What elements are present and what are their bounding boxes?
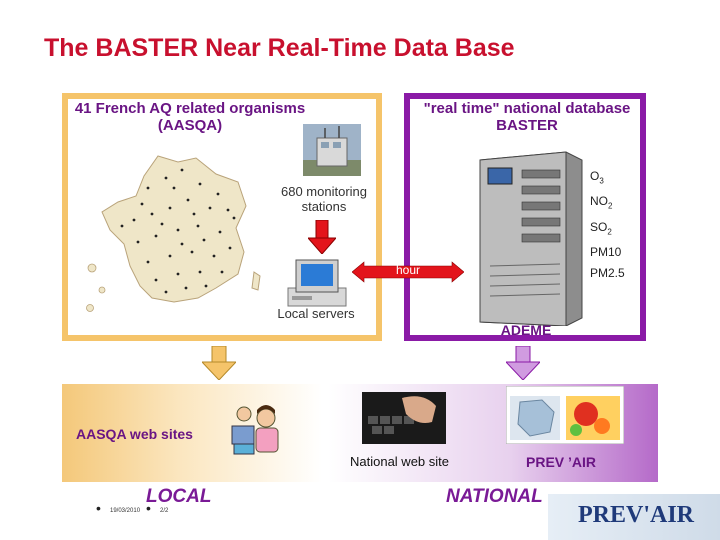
prevair-maps-image — [506, 386, 624, 444]
pollutant-pm25: PM2.5 — [590, 266, 625, 281]
footer-bullet-1: • — [96, 500, 101, 516]
computer-icon — [287, 259, 347, 307]
pollutant-pm10: PM10 — [590, 245, 622, 260]
footer-bullet-2: • — [146, 500, 151, 516]
monitoring-station-photo — [303, 124, 361, 176]
ademe-label: ADEME — [500, 322, 552, 338]
footer-page: 2/2 — [160, 508, 169, 514]
stations-label: 680 monitoring stations — [281, 184, 367, 214]
aasqa-web-panel — [62, 384, 322, 482]
hour-label: hour — [395, 263, 421, 277]
hour-connector — [352, 261, 464, 283]
prevair-logo-text: PREV'AIR — [578, 502, 695, 528]
arrow-down-orange-icon — [202, 346, 236, 380]
pollutant-list: O3 NO2 SO2 PM10 PM2.5 — [590, 166, 640, 284]
arrow-down-icon — [308, 220, 336, 254]
national-label: NATIONAL — [446, 486, 543, 507]
aasqa-panel — [62, 93, 382, 341]
aasqa-web-label: AASQA web sites — [76, 426, 193, 442]
pollutant-so2: SO2 — [590, 219, 612, 237]
local-label: LOCAL — [146, 486, 212, 507]
people-computer-image — [231, 405, 279, 455]
baster-panel — [404, 93, 646, 341]
baster-title: "real time" national database BASTER — [423, 100, 631, 134]
pollutant-o3: O3 — [590, 169, 604, 186]
france-map-image — [86, 155, 261, 312]
page-title: The BASTER Near Real-Time Data Base — [44, 34, 515, 62]
prevair-label: PREV ’AIR — [526, 454, 597, 470]
servers-label: Local servers — [277, 306, 355, 321]
arrow-down-purple-icon — [506, 346, 540, 380]
national-web-label: National web site — [350, 454, 449, 469]
prevair-logo: PREV'AIR — [548, 494, 720, 540]
footer-date: 19/03/2010 — [110, 508, 141, 514]
aasqa-title: 41 French AQ related organisms (AASQA) — [74, 100, 306, 134]
pollutant-no2: NO2 — [590, 194, 613, 211]
keyboard-hand-image — [362, 392, 446, 444]
server-tower-icon — [479, 151, 583, 326]
